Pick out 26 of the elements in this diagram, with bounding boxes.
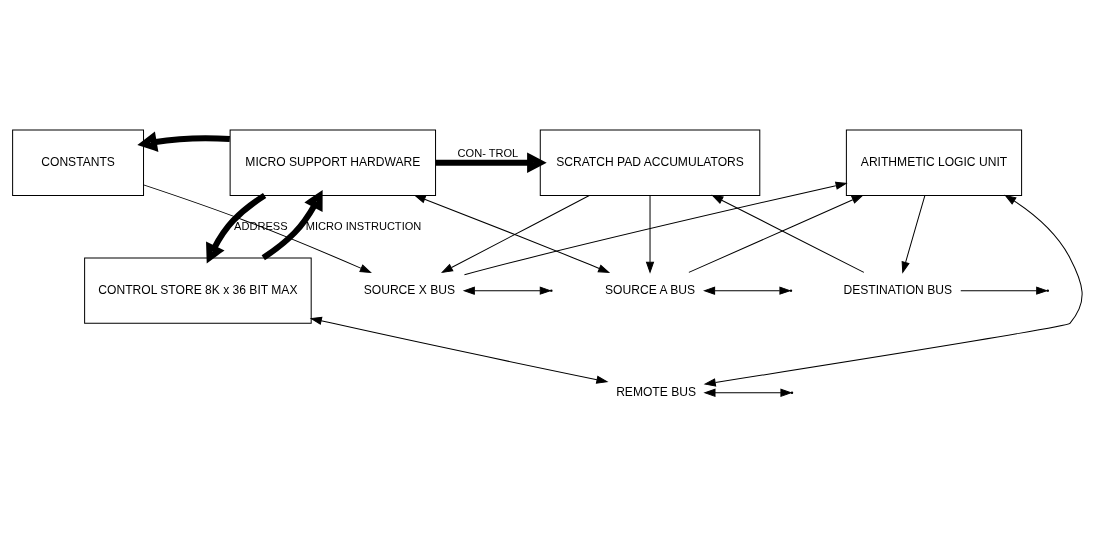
arrow	[960, 285, 1049, 295]
arrow	[703, 285, 792, 295]
arrow	[309, 316, 609, 384]
edge-label: CON- TROL	[457, 146, 519, 159]
arrow	[435, 151, 547, 173]
node-text: SOURCE A BUS	[605, 282, 696, 297]
arrow	[901, 194, 926, 274]
edge-label: MICRO INSTRUCTION	[305, 219, 422, 232]
node-text: SOURCE X BUS	[363, 282, 455, 297]
arrow	[440, 194, 590, 273]
node-box: ARITHMETIC LOGIC UNIT	[845, 129, 1023, 196]
node-text: DESTINATION BUS	[843, 282, 952, 297]
arrow	[143, 183, 372, 273]
arrow	[645, 194, 655, 274]
node-box: MICRO SUPPORT HARDWARE	[229, 129, 437, 196]
arrow	[413, 194, 611, 273]
node-box: SCRATCH PAD ACCUMULATORS	[539, 129, 761, 196]
node-box: CONTROL STORE 8K x 36 BIT MAX	[84, 256, 312, 324]
arrow	[462, 285, 552, 295]
node-text: REMOTE BUS	[616, 384, 696, 399]
arrow	[206, 192, 267, 263]
arrow	[703, 194, 1083, 387]
arrow	[463, 181, 848, 275]
arrow	[261, 189, 323, 260]
node-box: CONSTANTS	[12, 129, 145, 196]
arrow	[137, 131, 230, 152]
